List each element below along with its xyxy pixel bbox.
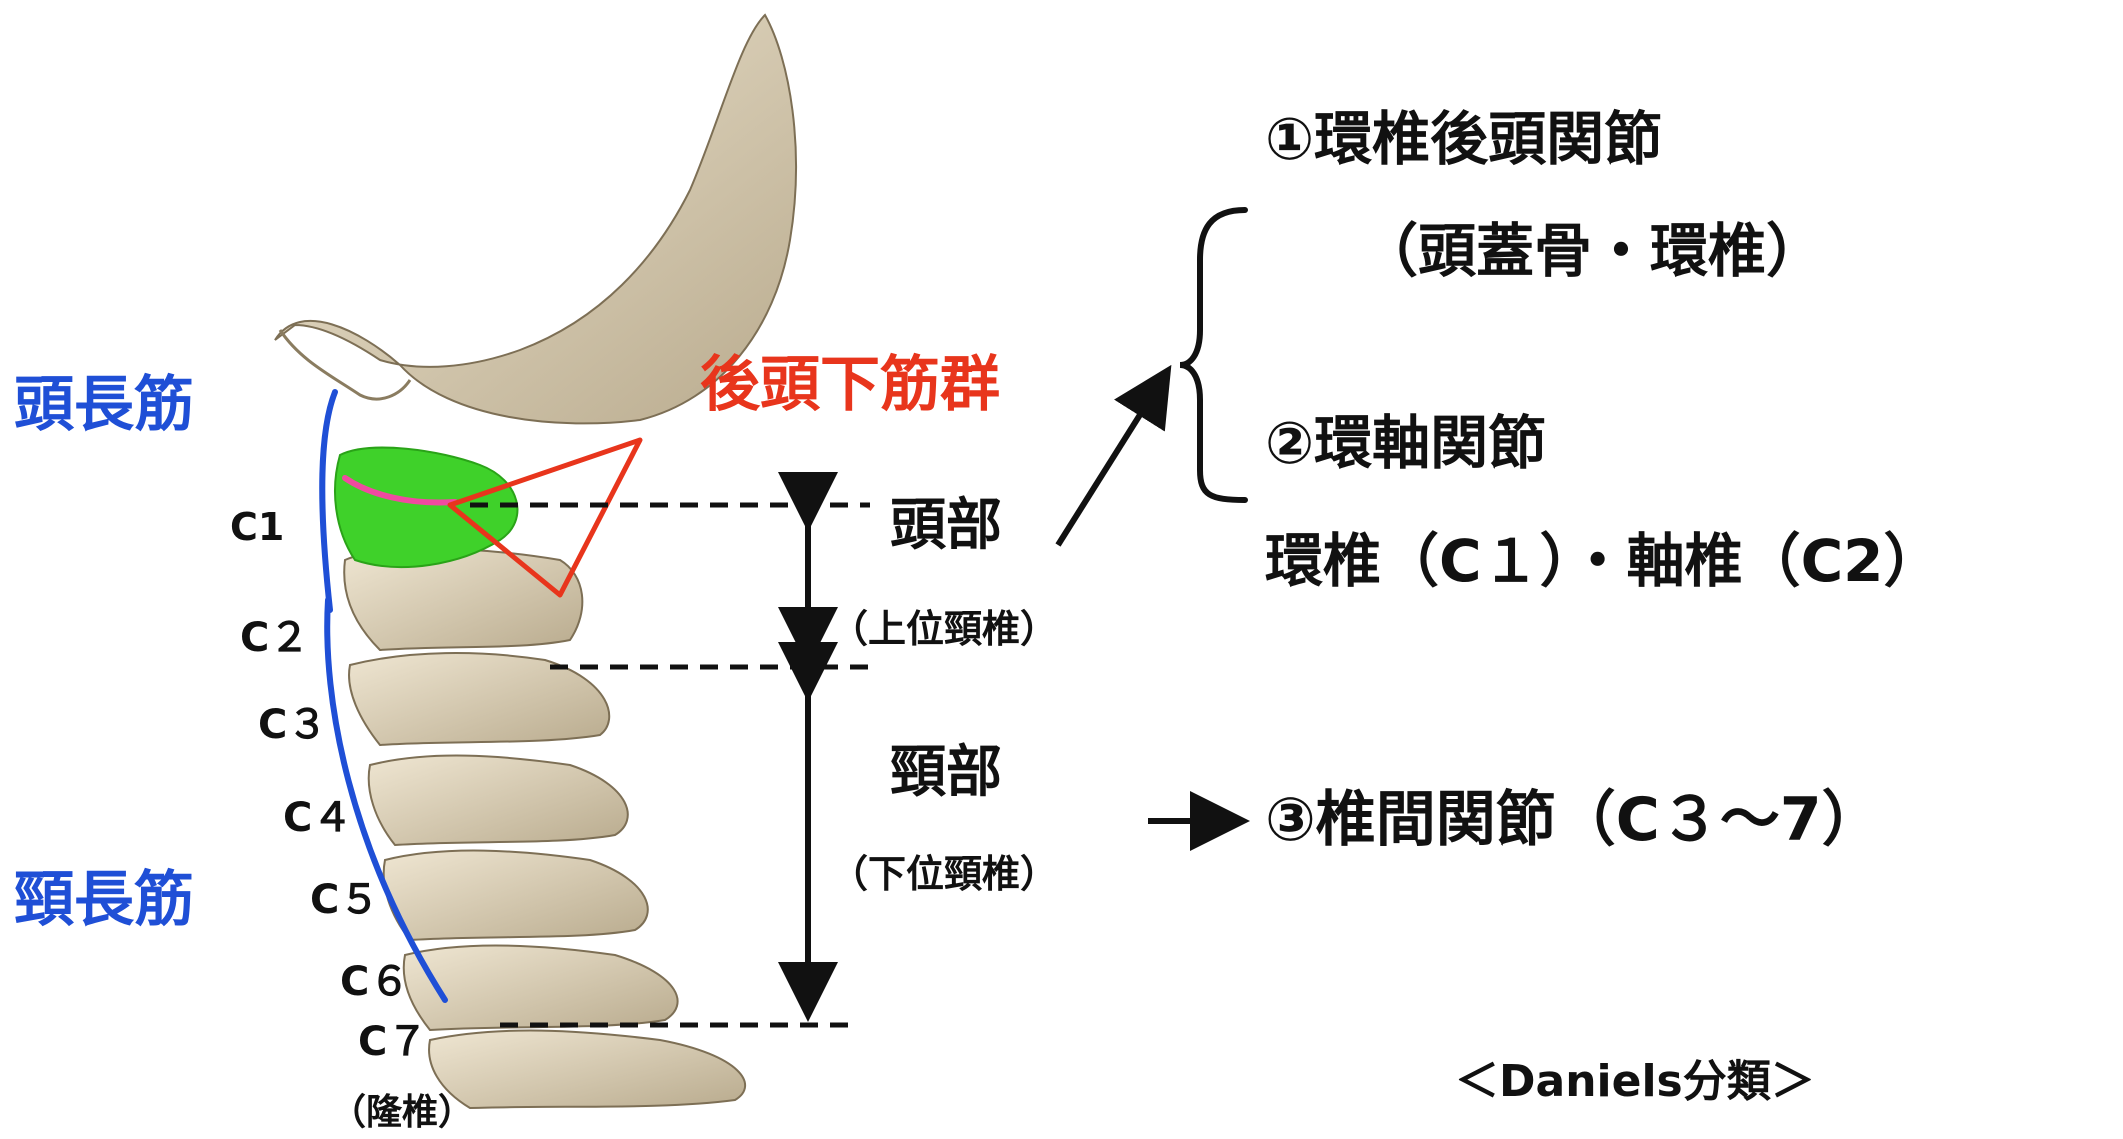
vertebra-label-c7: C７ <box>358 1022 427 1062</box>
vertebra-c5 <box>384 851 648 940</box>
joint2-sub: 環椎（C１）・軸椎（C2） <box>1265 532 1942 590</box>
vertebra-label-c2: C２ <box>240 618 309 658</box>
vertebra-prominens-label: （隆椎） <box>330 1095 474 1131</box>
longus-colli-label: 頸長筋 <box>14 870 194 930</box>
head-region-title: 頭部 <box>890 498 1002 554</box>
suboccipital-label: 後頭下筋群 <box>700 355 1000 415</box>
head-to-joints-arrow <box>1058 375 1165 545</box>
neck-region-sub: （下位頸椎） <box>830 855 1058 893</box>
vertebra-label-c5: C５ <box>310 880 379 920</box>
vertebra-c3 <box>349 653 609 745</box>
longus-capitis-line <box>322 392 335 610</box>
joint2-title: ②環軸関節 <box>1265 414 1546 472</box>
vertebra-c4 <box>369 756 628 845</box>
vertebra-label-c3: C３ <box>258 705 327 745</box>
vertebra-label-c4: C４ <box>283 798 352 838</box>
longus-capitis-label: 頭長筋 <box>14 375 194 435</box>
joint1-sub: （頭蓋骨・環椎） <box>1360 222 1824 280</box>
vertebra-c7 <box>429 1031 745 1108</box>
head-region-sub: （上位頸椎） <box>830 610 1058 648</box>
vertebra-c6 <box>404 946 678 1030</box>
joints-brace <box>1180 210 1245 500</box>
joint1-title: ①環椎後頭関節 <box>1265 110 1662 168</box>
neck-region-title: 頸部 <box>890 745 1002 801</box>
vertebra-label-c1: C1 <box>230 508 284 546</box>
vertebra-label-c6: C６ <box>340 962 409 1002</box>
classification-source: ＜Daniels分類＞ <box>1455 1060 1815 1104</box>
atlas-c1 <box>335 448 517 567</box>
joint3-title: ③椎間関節（C３～7） <box>1265 790 1882 850</box>
